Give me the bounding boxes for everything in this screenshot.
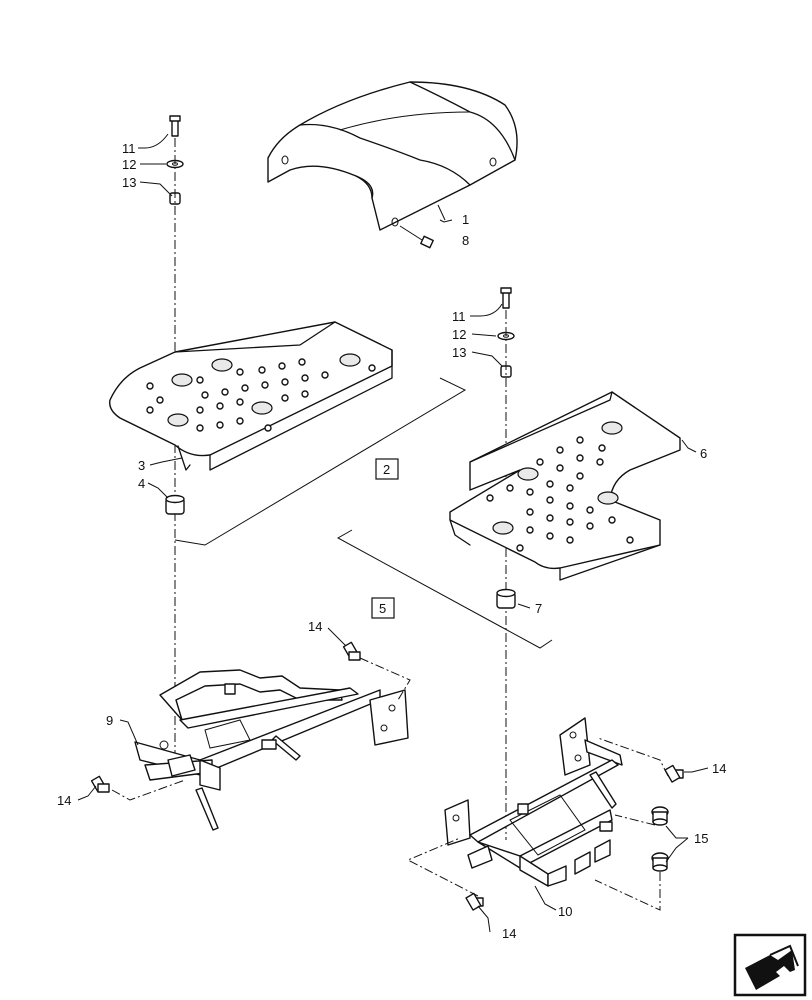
callout-7: 7 (535, 601, 542, 616)
cover-part-1 (267, 81, 518, 231)
kit-2-bracket-line (174, 377, 467, 546)
svg-text:5: 5 (379, 601, 386, 616)
bolt-14-lower-left (90, 775, 110, 793)
callout-13-right: 13 (452, 345, 466, 360)
callout-12-right: 12 (452, 327, 466, 342)
callout-6: 6 (700, 446, 707, 461)
bolt-part-8 (399, 225, 434, 249)
svg-text:2: 2 (383, 462, 390, 477)
callout-labels: 11 12 13 1 8 3 4 11 12 13 6 7 14 9 14 14… (57, 141, 726, 941)
kit-callout-5: 5 (371, 597, 395, 619)
callout-13-left: 13 (122, 175, 136, 190)
left-plate-holes (146, 353, 376, 432)
left-frame-part-9 (134, 669, 409, 831)
bumper-15-lower (651, 852, 669, 872)
kit-callout-2: 2 (375, 458, 399, 480)
bolt-14-path-d (406, 837, 479, 897)
right-bolt-11 (500, 287, 512, 309)
callout-1: 1 (462, 212, 469, 227)
bolt-14-upper-left (342, 641, 361, 661)
left-bushing-part-4 (165, 494, 185, 515)
left-bolt-11 (169, 115, 181, 137)
leader-lines (77, 133, 709, 933)
left-step-plate-part-3 (109, 321, 393, 471)
right-step-plate-part-6 (449, 391, 681, 581)
bumper-15-upper (651, 806, 669, 826)
right-frame-part-10 (444, 717, 623, 887)
bolt-14-path-a (359, 657, 411, 701)
right-plate-holes (486, 421, 634, 552)
bumper-15-paths (594, 814, 661, 911)
callout-15: 15 (694, 831, 708, 846)
callout-12-left: 12 (122, 157, 136, 172)
callout-14-upper: 14 (308, 619, 322, 634)
callout-11-left: 11 (122, 141, 136, 156)
callout-3: 3 (138, 458, 145, 473)
callout-8: 8 (462, 233, 469, 248)
callout-4: 4 (138, 476, 145, 491)
callout-14-right: 14 (712, 761, 726, 776)
callout-9: 9 (106, 713, 113, 728)
bolt-14-right (664, 764, 684, 783)
callout-10: 10 (558, 904, 572, 919)
kit-5-bracket-line (336, 529, 553, 649)
right-bushing-part-7 (496, 588, 516, 609)
callout-14-bottom: 14 (502, 926, 516, 941)
next-page-arrow-icon[interactable] (733, 933, 807, 997)
bolt-14-bottom (465, 892, 484, 911)
bolt-14-path-b (111, 779, 186, 801)
callout-11-right: 11 (452, 309, 466, 324)
bolt-14-path-c (597, 737, 669, 777)
callout-14-lower-left: 14 (57, 793, 71, 808)
